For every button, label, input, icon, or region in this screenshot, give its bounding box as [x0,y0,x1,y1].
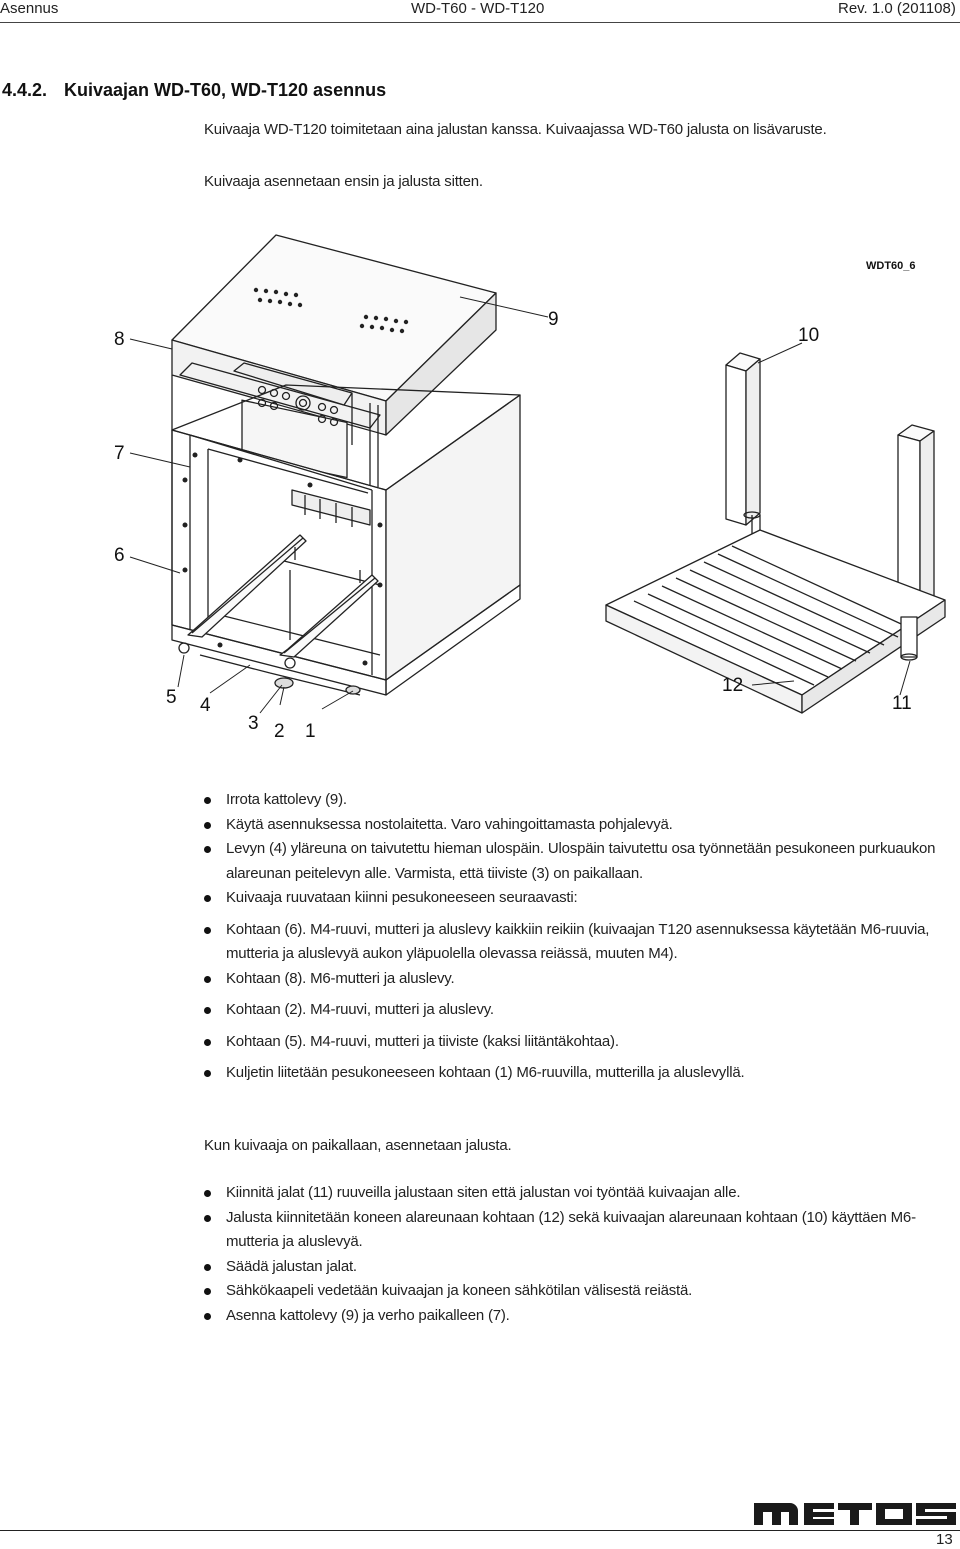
stand-step-text: Asenna kattolevy (9) ja verho paikalleen… [226,1306,510,1324]
callout-8: 8 [114,329,125,350]
callout-10: 10 [798,325,819,346]
stand-steps: Kiinnitä jalat (11) ruuveilla jalustaan … [204,1181,960,1328]
section-title: Kuivaajan WD-T60, WD-T120 asennus [64,80,387,100]
bullet-icon [204,1007,211,1014]
stand-step-item: Säädä jalustan jalat. [204,1255,960,1280]
step-text: Kohtaan (8). M6-mutteri ja aluslevy. [226,969,455,987]
callout-7: 7 [114,443,125,464]
base-plate [199,654,361,696]
step-item: Levyn (4) yläreuna on taivutettu hieman … [204,837,960,886]
section-number: 4.4.2. [2,80,48,100]
step-item: Kohtaan (2). M4-ruuvi, mutteri ja alusle… [204,998,960,1023]
callout-2: 2 [274,721,285,742]
bullet-icon [204,1038,211,1046]
step-text: Kohtaan (6). M4-ruuvi, mutteri ja alusle… [226,920,930,963]
stand-step-item: Asenna kattolevy (9) ja verho paikalleen… [204,1304,960,1329]
installation-diagram: 1 2 3 4 5 6 7 8 9 10 11 12 WDT60_6 [114,234,946,742]
step-text: Kuivaaja ruuvataan kiinni pesukoneeseen … [226,889,578,906]
stand-step-item: Sähkökaapeli vedetään kuivaajan ja konee… [204,1279,960,1304]
step-text: Levyn (4) yläreuna on taivutettu hieman … [226,840,936,882]
bullet-icon [204,1190,211,1197]
stand-step-item: Jalusta kiinnitetään koneen alareunaan k… [204,1206,960,1255]
header-section-label: Asennus [0,0,59,17]
metos-logo [752,1497,958,1527]
step-item: Kohtaan (5). M4-ruuvi, mutteri ja tiivis… [204,1030,960,1055]
stand-step-item: Kiinnitä jalat (11) ruuveilla jalustaan … [204,1181,960,1206]
bullet-icon [204,926,211,934]
page-number: 13 [936,1531,953,1548]
step-item: Kohtaan (8). M6-mutteri ja aluslevy. [204,967,960,992]
step-item: Kuljetin liitetään pesukoneeseen kohtaan… [204,1061,960,1086]
callout-12: 12 [722,675,743,696]
opening-frame [219,489,381,656]
callout-3: 3 [248,713,259,734]
callout-5: 5 [166,687,177,708]
callout-6: 6 [114,545,125,566]
bullet-icon [204,797,211,804]
step-text: Kohtaan (5). M4-ruuvi, mutteri ja tiivis… [226,1032,619,1050]
bullet-icon [204,1312,211,1320]
bullet-icon [204,1288,211,1295]
figure-code: WDT60_6 [866,260,916,272]
callout-1: 1 [305,721,316,742]
stand-step-text: Säädä jalustan jalat. [226,1257,357,1275]
vent-holes [253,287,409,334]
bullet-icon [204,821,211,829]
bullet-icon [204,846,211,853]
bullet-icon [204,895,211,902]
stand-step-text: Sähkökaapeli vedetään kuivaajan ja konee… [226,1282,693,1299]
callout-leaders [129,296,911,714]
installation-steps: Irrota kattolevy (9). Käytä asennuksessa… [204,788,960,1086]
intro-paragraph-1: Kuivaaja WD-T120 toimitetaan aina jalust… [204,121,827,138]
page-header: Asennus WD-T60 - WD-T120 Rev. 1.0 (20110… [0,0,960,24]
callout-9: 9 [548,309,559,330]
step-item: Kohtaan (6). M4-ruuvi, mutteri ja alusle… [204,918,960,967]
stand-step-text: Kiinnitä jalat (11) ruuveilla jalustaan … [226,1184,741,1201]
section-heading: 4.4.2. Kuivaajan WD-T60, WD-T120 asennus [2,80,386,101]
step-text: Irrota kattolevy (9). [226,791,347,808]
stand [605,352,946,714]
callout-11: 11 [892,693,912,714]
bullet-icon [204,975,211,983]
header-model-label: WD-T60 - WD-T120 [411,0,545,17]
stand-step-text: Jalusta kiinnitetään koneen alareunaan k… [226,1208,916,1251]
bullet-icon [204,1070,211,1077]
dryer-top-cover [171,234,497,436]
header-revision-label: Rev. 1.0 (201108) [838,0,956,17]
step-text: Käytä asennuksessa nostolaitetta. Varo v… [226,815,673,833]
after-install-paragraph: Kun kuivaaja on paikallaan, asennetaan j… [204,1137,512,1154]
bullet-icon [204,1214,211,1222]
callout-numbers: 1 2 3 4 5 6 7 8 9 10 11 12 [114,309,912,742]
fixing-holes [182,452,383,666]
step-text: Kohtaan (2). M4-ruuvi, mutteri ja alusle… [226,1001,494,1018]
step-text: Kuljetin liitetään pesukoneeseen kohtaan… [226,1064,745,1081]
step-item: Kuivaaja ruuvataan kiinni pesukoneeseen … [204,886,960,911]
conveyor-rails [178,534,379,669]
bullet-icon [204,1263,211,1271]
footer-divider [0,1530,960,1531]
step-item: Käytä asennuksessa nostolaitetta. Varo v… [204,813,960,838]
callout-4: 4 [200,695,211,716]
step-item: Irrota kattolevy (9). [204,788,960,813]
intro-paragraph-2: Kuivaaja asennetaan ensin ja jalusta sit… [204,173,483,190]
header-divider [0,22,960,23]
